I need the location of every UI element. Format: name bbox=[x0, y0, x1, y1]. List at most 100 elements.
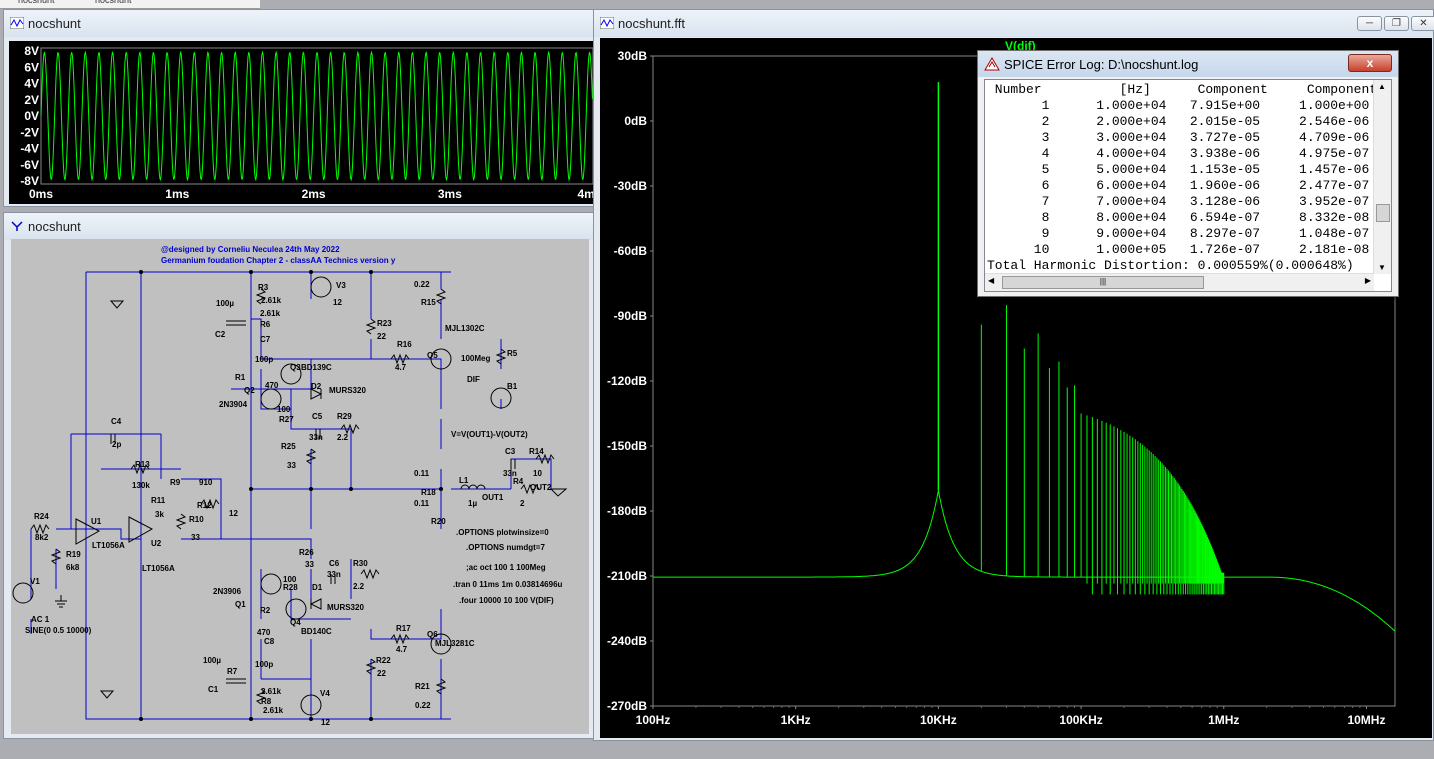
log-horizontal-scrollbar[interactable]: ◀ ||| ▶ bbox=[985, 273, 1374, 291]
component-label[interactable]: R16 bbox=[397, 340, 412, 349]
component-label[interactable]: 2.61k bbox=[261, 687, 282, 696]
component-label[interactable]: 33 bbox=[191, 533, 200, 542]
component-label[interactable]: DIF bbox=[467, 375, 480, 384]
schematic-titlebar[interactable]: nocshunt bbox=[4, 213, 594, 240]
component-label[interactable]: 1µ bbox=[468, 499, 478, 508]
component-label[interactable]: 2.61k bbox=[263, 706, 284, 715]
component-label[interactable]: R17 bbox=[396, 624, 411, 633]
component-label[interactable]: R18 bbox=[421, 488, 436, 497]
component-label[interactable]: OUT2 bbox=[530, 483, 552, 492]
scroll-thumb[interactable]: ||| bbox=[1002, 276, 1204, 289]
mdi-tab[interactable]: nocshunt bbox=[95, 0, 132, 5]
component-label[interactable]: LT1056A bbox=[142, 564, 175, 573]
component-label[interactable]: R3 bbox=[258, 283, 269, 292]
component-label[interactable]: C1 bbox=[208, 685, 219, 694]
component-label[interactable]: L1 bbox=[459, 476, 469, 485]
component-label[interactable]: R4 bbox=[513, 477, 524, 486]
component-label[interactable]: 0.22 bbox=[414, 280, 430, 289]
component-label[interactable]: Q2 bbox=[244, 386, 255, 395]
schematic-canvas[interactable]: @designed by Corneliu Neculea 24th May 2… bbox=[11, 239, 589, 734]
component-label[interactable]: 910 bbox=[199, 478, 213, 487]
directive[interactable]: .tran 0 11ms 1m 0.03814696u bbox=[453, 580, 563, 589]
component-label[interactable]: R29 bbox=[337, 412, 352, 421]
component-label[interactable]: 100 bbox=[277, 405, 291, 414]
component-label[interactable]: C7 bbox=[260, 335, 271, 344]
component-label[interactable]: R15 bbox=[421, 298, 436, 307]
component-label[interactable]: 8k2 bbox=[35, 533, 49, 542]
component-label[interactable]: 10 bbox=[533, 469, 542, 478]
component-label[interactable]: BD140C bbox=[301, 627, 332, 636]
component-label[interactable]: 2.2 bbox=[353, 582, 365, 591]
scroll-right-arrow[interactable]: ▶ bbox=[1364, 276, 1371, 285]
component-label[interactable]: U2 bbox=[151, 539, 162, 548]
component-label[interactable]: R2 bbox=[260, 606, 271, 615]
transient-titlebar[interactable]: nocshunt bbox=[4, 10, 594, 37]
component-label[interactable]: D2 bbox=[311, 382, 322, 391]
component-label[interactable]: 4.7 bbox=[396, 645, 408, 654]
component-label[interactable]: 0.11 bbox=[414, 499, 430, 508]
component-label[interactable]: 33n bbox=[327, 570, 341, 579]
component-label[interactable]: 2.2 bbox=[337, 433, 349, 442]
fft-titlebar[interactable]: nocshunt.fft ─ ❐ ✕ bbox=[594, 10, 1434, 37]
component-label[interactable]: 2N3906 bbox=[213, 587, 242, 596]
mdi-tab[interactable]: nocshunt bbox=[18, 0, 55, 5]
component-label[interactable]: 2p bbox=[112, 440, 122, 449]
component-label[interactable]: 33 bbox=[287, 461, 296, 470]
component-label[interactable]: 33n bbox=[503, 469, 517, 478]
restore-button[interactable]: ❐ bbox=[1384, 16, 1409, 31]
component-label[interactable]: 2N3904 bbox=[219, 400, 248, 409]
component-label[interactable]: R8 bbox=[261, 697, 272, 706]
component-label[interactable]: R19 bbox=[66, 550, 81, 559]
component-label[interactable]: C4 bbox=[111, 417, 122, 426]
component-label[interactable]: 100µ bbox=[216, 299, 234, 308]
directive[interactable]: .four 10000 10 100 V(DIF) bbox=[459, 596, 554, 605]
scroll-up-arrow[interactable]: ▲ bbox=[1378, 82, 1386, 91]
component-label[interactable]: U1 bbox=[91, 517, 102, 526]
component-label[interactable]: R22 bbox=[376, 656, 391, 665]
component-label[interactable]: 6k8 bbox=[66, 563, 80, 572]
component-label[interactable]: Q4 bbox=[290, 618, 301, 627]
component-label[interactable]: V1 bbox=[30, 577, 40, 586]
component-label[interactable]: R5 bbox=[507, 349, 518, 358]
component-label[interactable]: 22 bbox=[377, 332, 386, 341]
component-label[interactable]: 2.61k bbox=[261, 296, 282, 305]
component-label[interactable]: 0.22 bbox=[415, 701, 431, 710]
log-titlebar[interactable]: SPICE Error Log: D:\nocshunt.log x bbox=[978, 51, 1398, 77]
component-label[interactable]: 100µ bbox=[203, 656, 221, 665]
log-vertical-scrollbar[interactable]: ▲ ▼ bbox=[1373, 80, 1391, 274]
scroll-down-arrow[interactable]: ▼ bbox=[1378, 263, 1386, 272]
log-close-button[interactable]: x bbox=[1348, 54, 1392, 72]
component-label[interactable]: 12 bbox=[321, 718, 330, 727]
component-label[interactable]: MURS320 bbox=[327, 603, 364, 612]
component-label[interactable]: OUT1 bbox=[482, 493, 504, 502]
component-label[interactable]: 22 bbox=[377, 669, 386, 678]
component-label[interactable]: R27 bbox=[279, 415, 294, 424]
component-label[interactable]: 100p bbox=[255, 355, 274, 364]
component-label[interactable]: Q3 bbox=[290, 363, 301, 372]
component-label[interactable]: R25 bbox=[281, 442, 296, 451]
component-label[interactable]: C6 bbox=[329, 559, 340, 568]
component-label[interactable]: 33 bbox=[305, 560, 314, 569]
component-label[interactable]: R1 bbox=[235, 373, 246, 382]
component-label[interactable]: MJL3281C bbox=[435, 639, 475, 648]
component-label[interactable]: 100Meg bbox=[461, 354, 491, 363]
scroll-left-arrow[interactable]: ◀ bbox=[988, 276, 995, 285]
component-label[interactable]: R21 bbox=[415, 682, 430, 691]
minimize-button[interactable]: ─ bbox=[1357, 16, 1382, 31]
component-label[interactable]: R20 bbox=[431, 517, 446, 526]
close-button[interactable]: ✕ bbox=[1411, 16, 1434, 31]
component-label[interactable]: C5 bbox=[312, 412, 323, 421]
component-label[interactable]: BD139C bbox=[301, 363, 332, 372]
component-label[interactable]: 2 bbox=[520, 499, 525, 508]
component-label[interactable]: MURS320 bbox=[329, 386, 366, 395]
component-label[interactable]: 33n bbox=[309, 433, 323, 442]
component-label[interactable]: R12 bbox=[197, 501, 212, 510]
component-label[interactable]: R9 bbox=[170, 478, 181, 487]
component-label[interactable]: 4.7 bbox=[395, 363, 407, 372]
component-label[interactable]: 470 bbox=[257, 628, 271, 637]
component-label[interactable]: C3 bbox=[505, 447, 516, 456]
component-label[interactable]: 100p bbox=[255, 660, 274, 669]
scroll-thumb[interactable] bbox=[1376, 204, 1390, 222]
component-label[interactable]: Q6 bbox=[427, 630, 438, 639]
directive[interactable]: ;ac oct 100 1 100Meg bbox=[466, 563, 546, 572]
